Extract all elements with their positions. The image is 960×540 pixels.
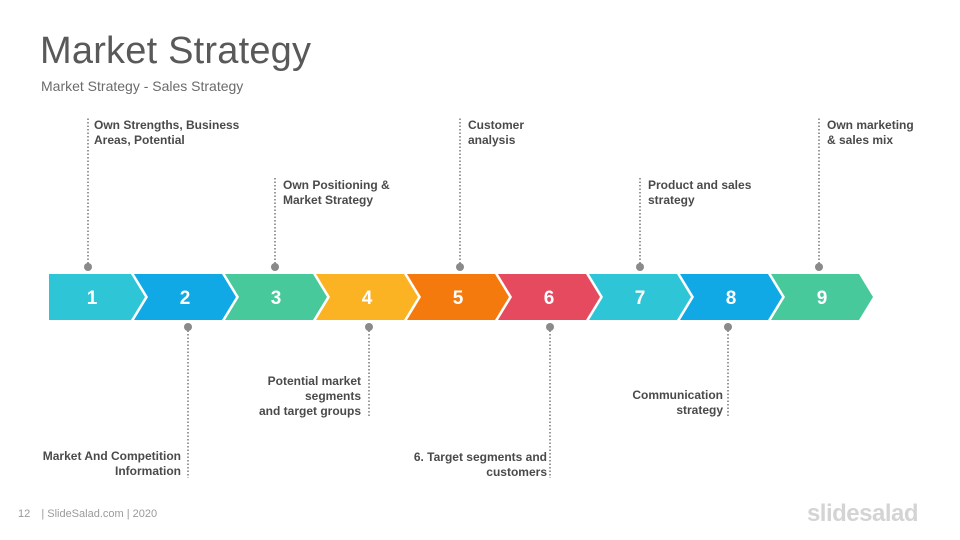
connector-dot-9	[815, 263, 823, 271]
chevron-step-8	[680, 274, 782, 320]
chevron-step-7-number: 7	[635, 288, 646, 309]
footer: 12 | SlideSalad.com | 2020	[18, 508, 157, 520]
chevron-step-6	[498, 274, 600, 320]
chevron-step-7	[589, 274, 691, 320]
connector-dot-3	[271, 263, 279, 271]
brand-logo: slidesalad	[806, 500, 919, 527]
chevron-step-5	[407, 274, 509, 320]
chevron-step-4	[316, 274, 418, 320]
step-5-label: Customer analysis	[468, 118, 525, 147]
chevron-step-8-number: 8	[726, 288, 737, 309]
chevron-step-1	[49, 274, 145, 320]
connector-dot-6	[546, 323, 554, 331]
page-title: Market Strategy	[40, 30, 312, 72]
connector-dot-2	[184, 323, 192, 331]
step-2-label: Market And Competition Information	[42, 449, 181, 478]
connector-dot-1	[84, 263, 92, 271]
connector-dot-4	[365, 323, 373, 331]
connector-dot-5	[456, 263, 464, 271]
connector-dot-8	[724, 323, 732, 331]
chevron-step-6-number: 6	[544, 288, 555, 309]
step-8-label: Communication strategy	[632, 388, 723, 417]
step-1-label: Own Strengths, Business Areas, Potential	[94, 118, 240, 147]
chevron-step-2-number: 2	[180, 288, 191, 309]
footer-credit: | SlideSalad.com | 2020	[41, 508, 158, 520]
chevron-step-5-number: 5	[453, 288, 464, 309]
step-7-label: Product and sales strategy	[648, 178, 752, 207]
step-3-label: Own Positioning & Market Strategy	[283, 178, 390, 207]
chevron-step-1-number: 1	[87, 288, 98, 309]
step-4-label: Potential market segments and target gro…	[258, 374, 361, 418]
chevron-step-4-number: 4	[362, 288, 373, 309]
step-6-label: 6. Target segments and customers	[413, 450, 547, 479]
chevron-step-9	[771, 274, 873, 320]
page-subtitle: Market Strategy - Sales Strategy	[41, 78, 244, 94]
chevron-step-3-number: 3	[271, 288, 282, 309]
chevron-step-3	[225, 274, 327, 320]
step-9-label: Own marketing & sales mix	[827, 118, 914, 147]
page-number: 12	[18, 508, 31, 520]
chevron-step-9-number: 9	[817, 288, 828, 309]
connector-dot-7	[636, 263, 644, 271]
chevron-step-2	[134, 274, 236, 320]
